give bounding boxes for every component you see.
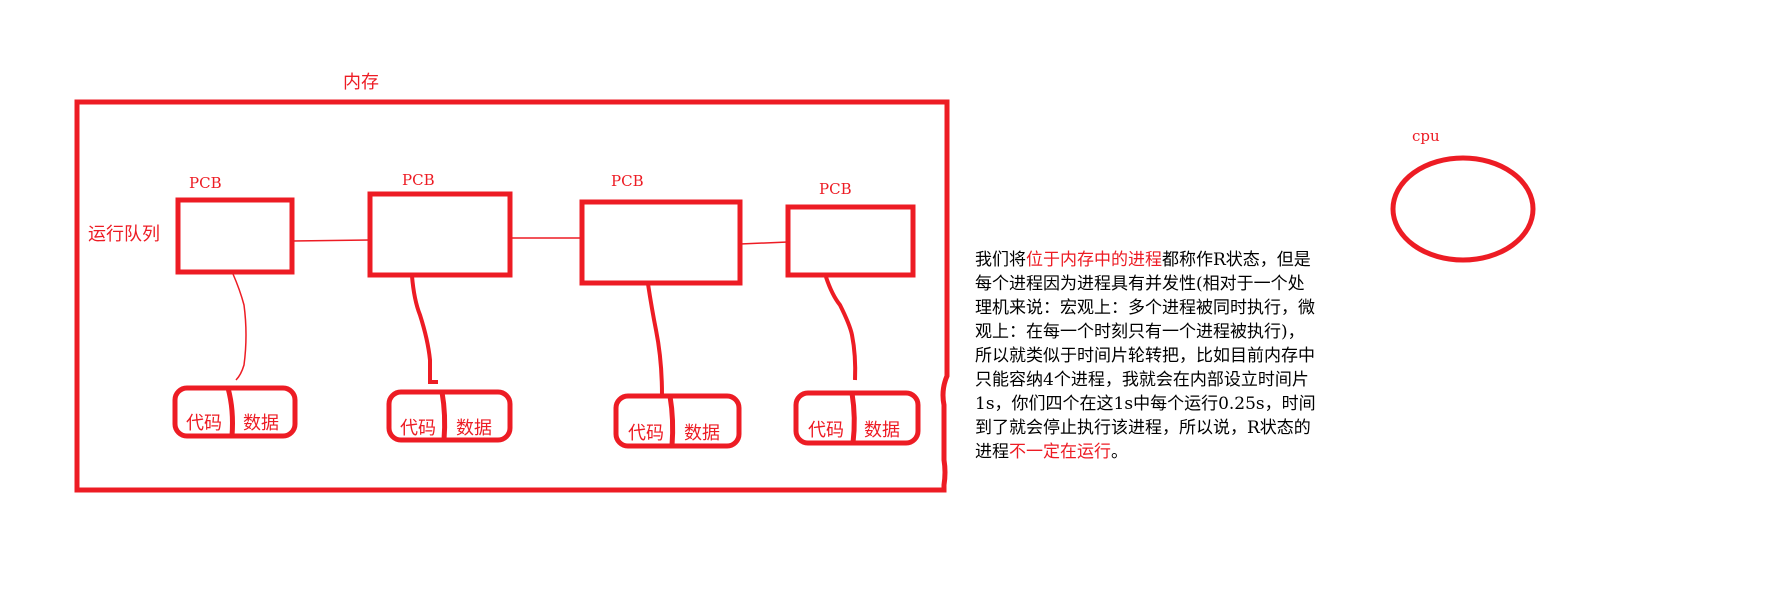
description-line-9: 进程不一定在运行。 xyxy=(975,440,1385,464)
text-segment: 进程 xyxy=(975,442,1009,462)
pcb-box-4 xyxy=(785,204,916,278)
code-data-capsule-2 xyxy=(386,389,513,443)
pcb-box-2 xyxy=(367,191,513,278)
memory-label: 内存 xyxy=(343,72,379,93)
code-label-3: 代码 xyxy=(628,423,664,444)
description-line-6: 只能容纳4个进程，我就会在内部设立时间片 xyxy=(975,370,1309,390)
description-line-5: 所以就类似于时间片轮转把，比如目前内存中 xyxy=(975,346,1315,366)
code-data-capsule-1 xyxy=(172,385,298,439)
pcb-label-1: PCB xyxy=(189,174,222,192)
queue-link-1-2 xyxy=(291,239,371,242)
code-label-1: 代码 xyxy=(186,413,222,434)
pcb-label-2: PCB xyxy=(402,171,435,189)
memory-box xyxy=(74,99,950,493)
code-label-4: 代码 xyxy=(808,420,844,441)
pcb-connector-1 xyxy=(232,273,247,381)
text-segment: 。 xyxy=(1111,442,1128,462)
cpu-label: cpu xyxy=(1412,127,1440,145)
capsule-divider-1 xyxy=(225,387,235,437)
capsule-divider-3 xyxy=(667,395,676,447)
data-label-2: 数据 xyxy=(456,418,492,439)
highlight-text: 位于内存中的进程 xyxy=(1026,250,1162,270)
pcb-label-4: PCB xyxy=(819,180,852,198)
pcb-box-3 xyxy=(579,199,743,286)
description-line-1: 我们将位于内存中的进程都称作R状态，但是 xyxy=(975,248,1385,272)
text-segment: 我们将 xyxy=(975,250,1026,270)
description-line-3: 理机来说：宏观上：多个进程被同时执行，微 xyxy=(975,298,1315,318)
capsule-divider-2 xyxy=(439,391,448,441)
code-data-capsule-4 xyxy=(793,390,921,446)
pcb-connector-2 xyxy=(410,275,438,384)
cpu-ellipse xyxy=(1390,155,1536,263)
description-text: 我们将位于内存中的进程都称作R状态，但是 每个进程因为进程具有并发性(相对于一个… xyxy=(975,248,1385,464)
code-label-2: 代码 xyxy=(400,418,436,439)
data-label-4: 数据 xyxy=(864,420,900,441)
highlight-text: 不一定在运行 xyxy=(1009,442,1111,462)
pcb-connector-4 xyxy=(824,276,858,381)
run-queue-label: 运行队列 xyxy=(88,224,160,245)
data-label-1: 数据 xyxy=(243,413,279,434)
pcb-label-3: PCB xyxy=(611,172,644,190)
pcb-box-1 xyxy=(175,197,295,275)
capsule-divider-4 xyxy=(849,392,857,444)
description-line-4: 观上：在每一个时刻只有一个进程被执行)， xyxy=(975,322,1305,342)
description-line-2: 每个进程因为进程具有并发性(相对于一个处 xyxy=(975,274,1305,294)
data-label-3: 数据 xyxy=(684,423,720,444)
pcb-connector-3 xyxy=(646,283,664,398)
description-line-7: 1s，你们四个在这1s中每个运行0.25s，时间 xyxy=(975,394,1316,414)
text-segment: 都称作R状态，但是 xyxy=(1162,250,1311,270)
description-line-8: 到了就会停止执行该进程，所以说，R状态的 xyxy=(975,418,1311,438)
code-data-capsule-3 xyxy=(613,393,742,449)
queue-link-3-4 xyxy=(739,241,789,245)
